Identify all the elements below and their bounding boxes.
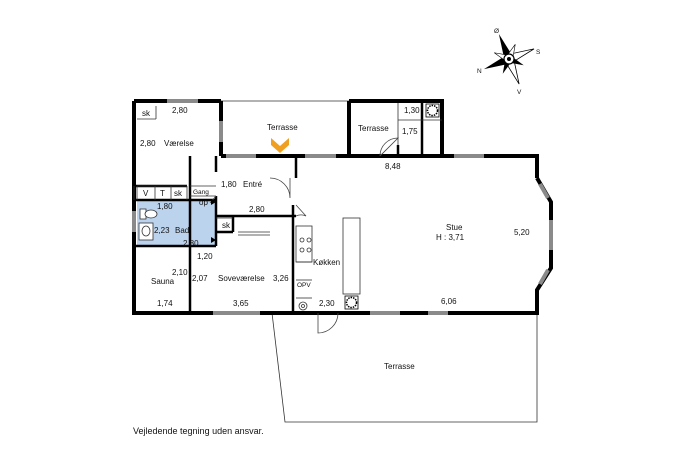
fan-icon <box>344 295 359 310</box>
dimension-label: 1,20 <box>197 252 213 261</box>
fixture-label-sk: sk <box>222 221 231 230</box>
room-label-entry: Entré <box>243 180 263 189</box>
fixture-label-opv: OPV <box>297 282 311 289</box>
room-label-master-bedroom: Soveværelse <box>218 274 265 283</box>
disclaimer-text: Vejledende tegning uden ansvar. <box>133 426 264 436</box>
fixture-label-v: V <box>143 189 149 198</box>
dimension-label: 1,80 <box>157 202 173 211</box>
dimension-label: 3,26 <box>273 274 289 283</box>
room-label-bath: Bad <box>175 226 189 235</box>
room-label-living: Stue <box>446 223 463 232</box>
compass-rose-icon <box>483 33 535 85</box>
room-label-living-height: H : 3,71 <box>436 233 465 242</box>
thin-lines <box>133 106 442 299</box>
fixture-label-sk: sk <box>142 109 151 118</box>
toilet-icon <box>139 208 158 220</box>
terrace-outlines <box>220 100 538 423</box>
compass-label-s: S <box>536 49 541 56</box>
windows <box>132 99 553 315</box>
arrow-right-icon <box>211 237 216 243</box>
dimension-label: 2,23 <box>154 226 170 235</box>
dimension-label: 2,10 <box>172 268 188 277</box>
fan-icon <box>425 103 440 118</box>
room-label-closet: op <box>199 198 208 207</box>
dimension-label: 3,65 <box>233 299 249 308</box>
dimension-label: 5,20 <box>514 228 530 237</box>
room-label-terrace-top: Terrasse <box>267 123 298 132</box>
dimension-label: 2,80 <box>183 239 199 248</box>
room-label-hall: Gang <box>193 189 209 196</box>
dimension-label: 2,80 <box>140 139 156 148</box>
dimension-label: 2,07 <box>192 274 208 283</box>
dimension-label: 2,80 <box>249 205 265 214</box>
room-label-bedroom: Værelse <box>164 139 194 148</box>
fixture-label-t: T <box>160 189 165 198</box>
compass-label-v: V <box>517 89 522 96</box>
room-label-terrace-small: Terrasse <box>358 124 389 133</box>
fixture-label-sk: sk <box>174 189 183 198</box>
dimension-label: 6,06 <box>441 297 457 306</box>
dimension-label: 8,48 <box>385 162 401 171</box>
compass-label-o: Ø <box>494 28 499 35</box>
room-label-terrace-bottom: Terrasse <box>384 362 415 371</box>
room-label-kitchen: Køkken <box>313 258 340 267</box>
dimension-label: 1,30 <box>404 106 420 115</box>
room-label-sauna: Sauna <box>151 277 175 286</box>
dimension-label: 1,74 <box>157 299 173 308</box>
dimension-label: 1,75 <box>402 127 418 136</box>
compass-label-n: N <box>477 68 482 75</box>
entrance-arrow-icon <box>271 138 289 153</box>
arrow-right-icon <box>211 199 216 205</box>
dimension-label: 1,80 <box>221 180 237 189</box>
kitchen-counter <box>295 217 361 311</box>
dimension-label: 2,80 <box>172 106 188 115</box>
dimension-label: 2,30 <box>319 299 335 308</box>
sink-icon <box>138 222 154 241</box>
